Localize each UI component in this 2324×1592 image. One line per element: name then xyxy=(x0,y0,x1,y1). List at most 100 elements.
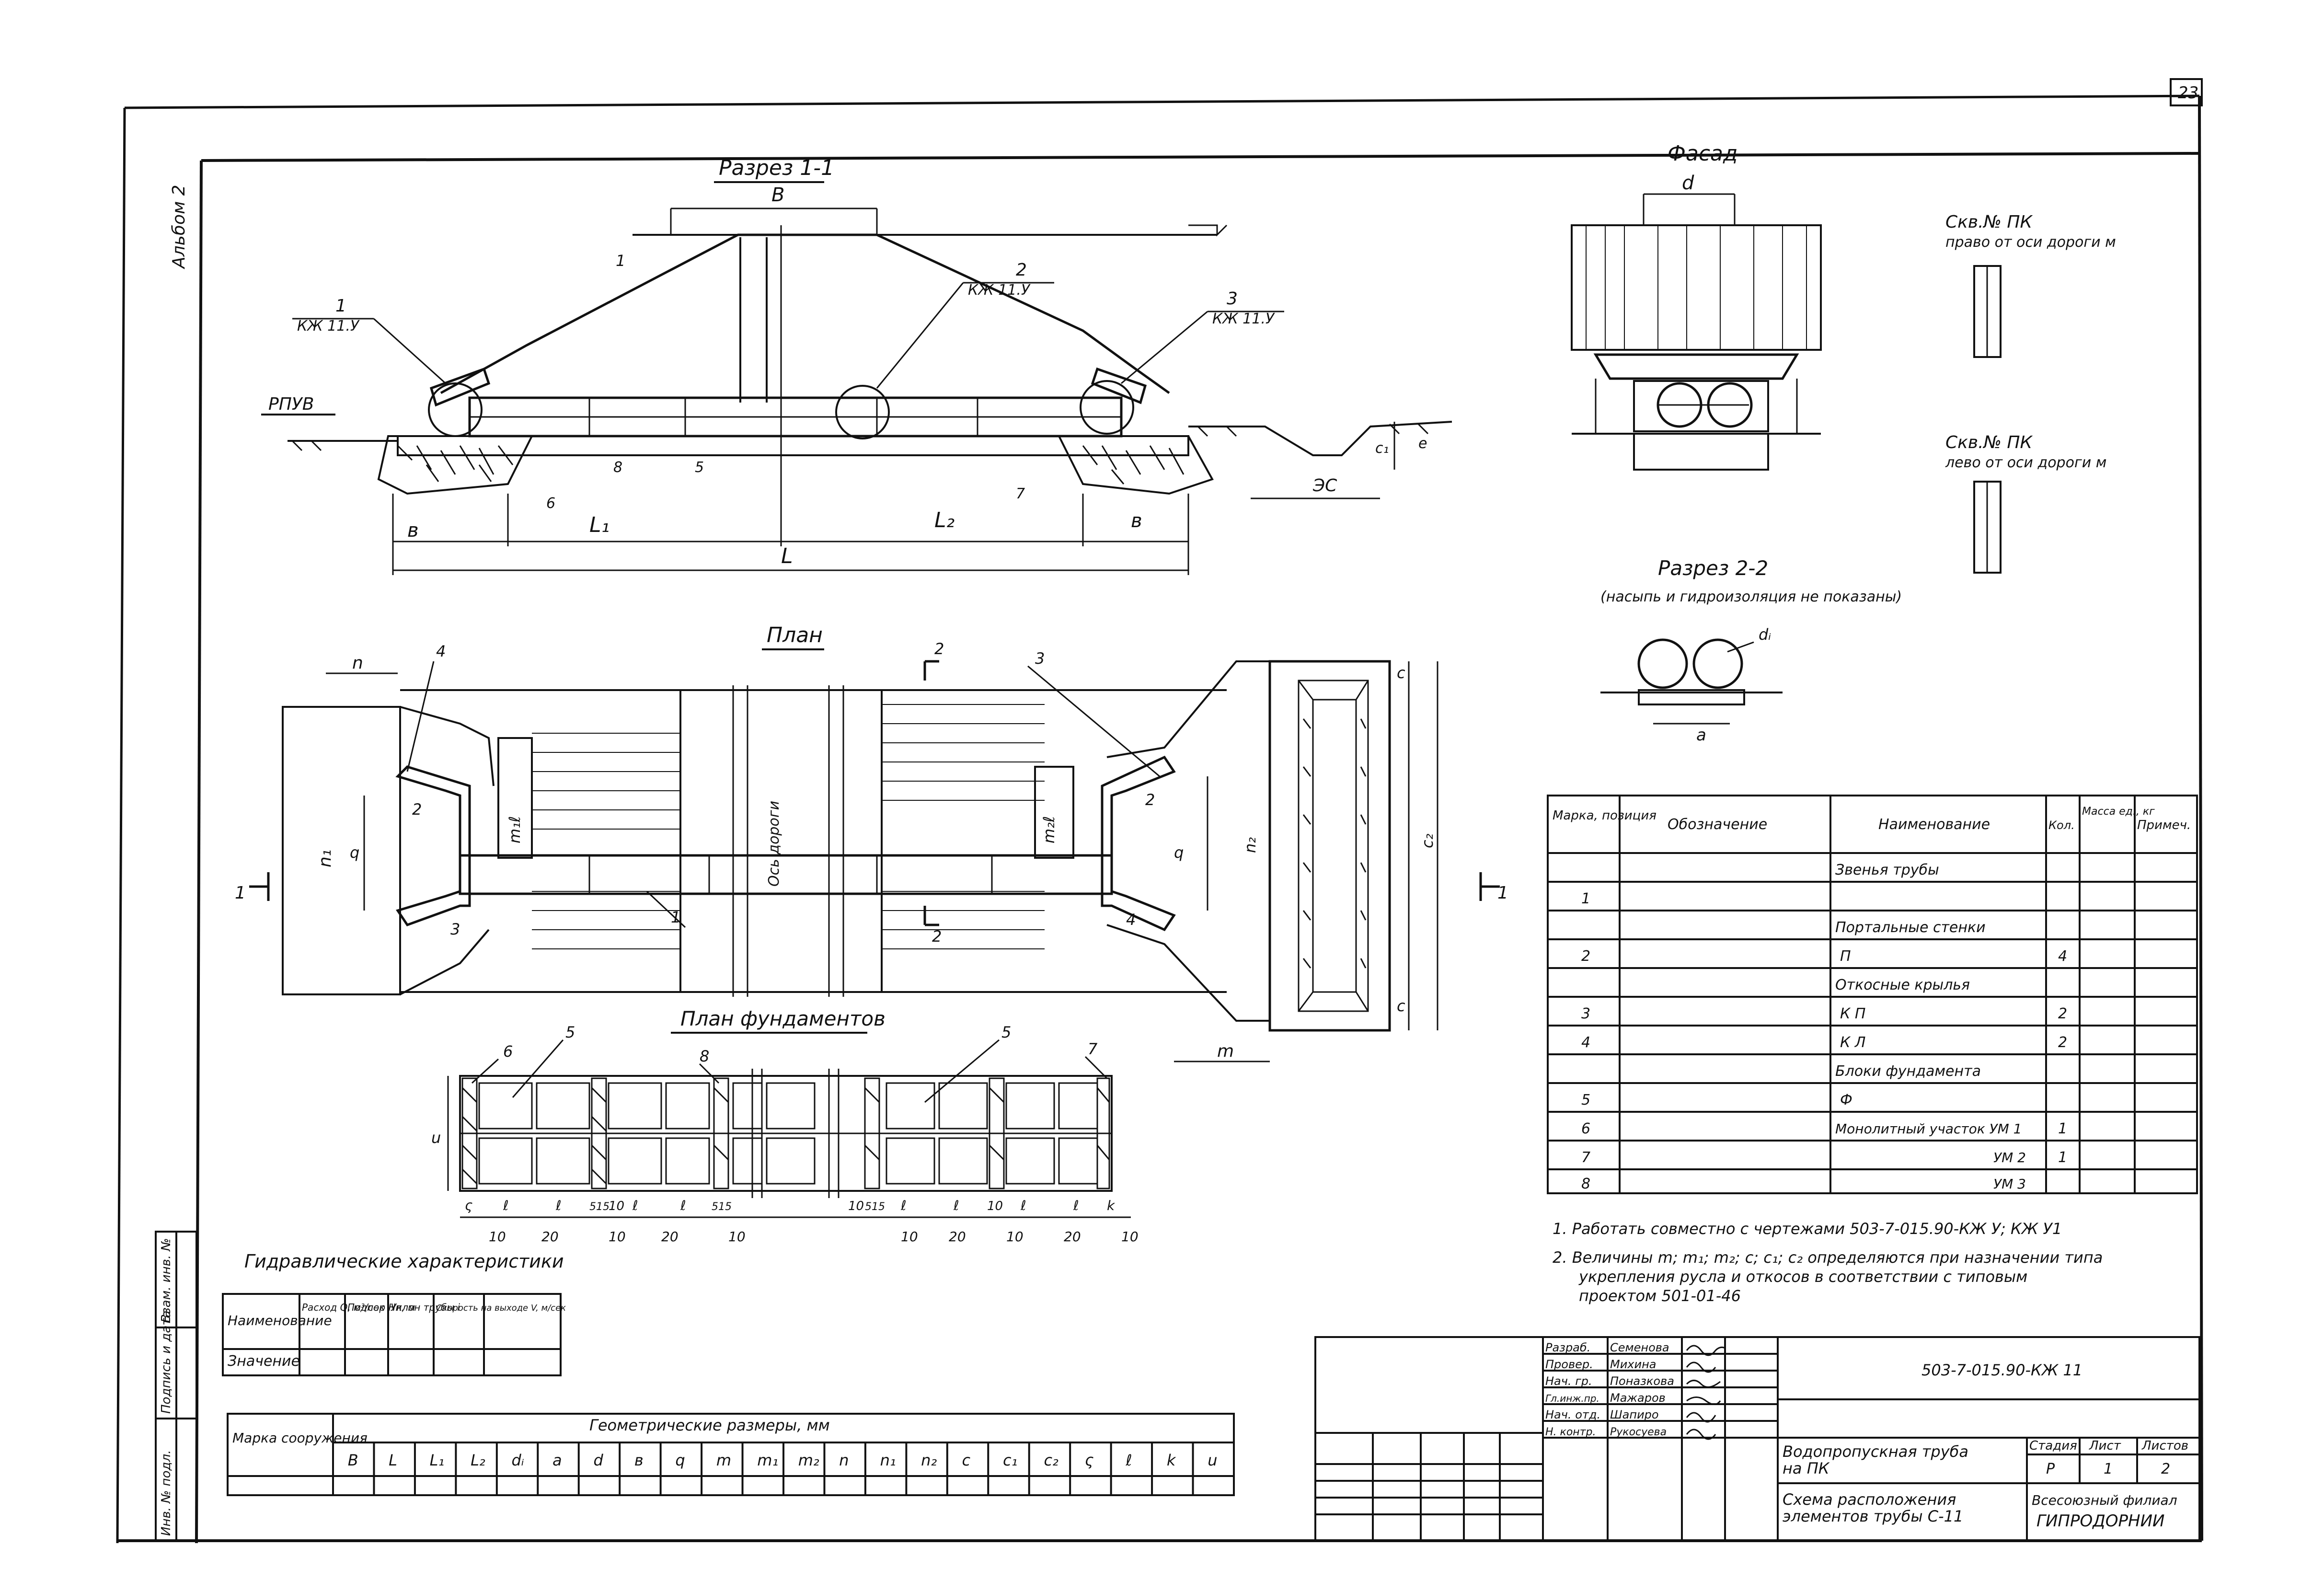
geometry-column-label: с₂ xyxy=(1044,1451,1058,1469)
fb-label: 515 xyxy=(589,1201,610,1213)
dim-L2: L₂ xyxy=(934,508,955,532)
spec-header-qty: Кол. xyxy=(2048,819,2075,832)
dim-q-right: q xyxy=(1174,843,1184,862)
facade-title: Фасад xyxy=(1668,141,1737,166)
geometry-mark-label: Марка сооружения xyxy=(232,1430,368,1446)
geometry-column-label: m₁ xyxy=(757,1451,778,1469)
pos-7: 7 xyxy=(1016,485,1025,502)
dim-x: ЭС xyxy=(1312,476,1337,496)
geometry-column-label: m₂ xyxy=(798,1451,819,1469)
plan-hatch-left xyxy=(532,733,680,949)
hydraulic-row-label: Значение xyxy=(228,1353,300,1370)
pos-1-slope: 1 xyxy=(616,252,625,270)
fb-dim: 10 xyxy=(1121,1229,1139,1245)
spec-row-pos: 4 xyxy=(1581,1034,1590,1051)
geometry-column-label: q xyxy=(675,1451,685,1469)
role: Провер. xyxy=(1545,1358,1593,1371)
skv-left-line2: лево от оси дороги м xyxy=(1945,454,2106,471)
org-2: ГИПРОДОРНИИ xyxy=(2036,1511,2164,1531)
foundation-blocks xyxy=(478,1082,1098,1185)
spec-header-designation: Обозначение xyxy=(1668,816,1767,833)
fb-dim: 10 xyxy=(728,1229,746,1245)
skv-right-line1: Скв.№ ПК xyxy=(1945,212,2033,232)
dim-L: L xyxy=(781,544,793,568)
callout-1-num: 1 xyxy=(335,296,346,316)
object-title-2: на ПК xyxy=(1783,1459,1830,1477)
geometry-column-label: n₁ xyxy=(880,1451,896,1469)
callout-2-ref: КЖ 11.У xyxy=(968,282,1031,299)
foundation-pos-7: 7 xyxy=(1088,1040,1098,1058)
stage-value: Р xyxy=(2046,1461,2055,1477)
geometry-column-label: u xyxy=(1208,1451,1217,1469)
object-title-1: Водопропускная труба xyxy=(1783,1442,1968,1461)
foundation-plan: План фундаментов xyxy=(431,1007,1139,1245)
fb-label: 10 xyxy=(609,1199,624,1213)
spec-row-qty: 2 xyxy=(2058,1005,2067,1022)
sheet-number: 23 xyxy=(2178,83,2198,103)
geometry-column-label: dᵢ xyxy=(512,1451,524,1469)
spec-row-name: К П xyxy=(1840,1005,1865,1022)
spec-row-name: Откосные крылья xyxy=(1835,977,1970,993)
fb-label: ℓ xyxy=(900,1198,907,1213)
dim-n2: n₂ xyxy=(1241,837,1259,853)
fb-label: 515 xyxy=(865,1201,885,1213)
person-name: Мажаров xyxy=(1610,1391,1666,1405)
spec-row-qty: 1 xyxy=(2058,1120,2067,1137)
foundation-hatch-left xyxy=(397,445,514,482)
dim-di: dᵢ xyxy=(1759,625,1771,644)
geometry-column-label: m xyxy=(716,1451,731,1469)
hydraulic-header-v: Скорость на выходе V, м/сек xyxy=(436,1303,566,1313)
section-1-1-title: Разрез 1-1 xyxy=(719,156,834,180)
section-1-1: Разрез 1-1 В xyxy=(261,156,1452,575)
spec-row-pos: 8 xyxy=(1581,1176,1590,1192)
hydraulic-table: Гидравлические характеристики Наименован… xyxy=(222,1251,566,1376)
fb-label: ℓ xyxy=(1020,1198,1026,1213)
geometry-column-label: n xyxy=(839,1451,849,1469)
dim-n1: n₁ xyxy=(315,850,335,867)
role: Разраб. xyxy=(1545,1341,1590,1354)
spec-rows: Звенья трубы 1 Портальные стенки 2 П 4 О… xyxy=(1581,862,2067,1192)
role: Нач. гр. xyxy=(1545,1374,1592,1388)
album-label: Альбом 2 xyxy=(169,185,189,269)
cut-2-bottom: 2 xyxy=(932,927,942,946)
dim-m1e: m₁ℓ xyxy=(506,816,524,843)
side-stamp-3: Взам. инв. № xyxy=(159,1238,173,1323)
org-1: Всесоюзный филиал xyxy=(2032,1492,2177,1508)
right-apron-hatch xyxy=(1298,680,1369,1012)
fb-label: ℓ xyxy=(632,1198,638,1213)
fb-label: k xyxy=(1107,1198,1116,1213)
pos-6: 6 xyxy=(546,495,555,512)
spec-row-pos: 2 xyxy=(1581,948,1590,965)
role: Н. контр. xyxy=(1545,1426,1596,1438)
ground-hatch xyxy=(291,423,1429,451)
dim-m: m xyxy=(1217,1041,1234,1061)
dim-B: В xyxy=(771,184,784,206)
person-name: Шапиро xyxy=(1610,1408,1659,1421)
fb-label: ℓ xyxy=(680,1198,686,1213)
skv-left-line1: Скв.№ ПК xyxy=(1945,433,2033,452)
geometry-column-label: L₁ xyxy=(430,1451,445,1469)
foundation-bottom-labels: ς ℓ ℓ 515 10 ℓ ℓ 515 10 515 ℓ ℓ 10 ℓ ℓ k xyxy=(465,1198,1116,1213)
skv-right-line2: право от оси дороги м xyxy=(1945,234,2116,251)
sheet-label: Лист xyxy=(2089,1439,2121,1453)
section-2-2: Разрез 2-2 (насыпь и гидроизоляция не по… xyxy=(1600,556,1902,745)
side-stamp-1: Инв. № подл. xyxy=(159,1450,173,1536)
foundation-pos-6: 6 xyxy=(503,1042,513,1061)
spec-row-pos: 1 xyxy=(1581,890,1590,907)
note-2: 2. Величины m; m₁; m₂; с; с₁; с₂ определ… xyxy=(1553,1248,2103,1267)
pos-5: 5 xyxy=(695,459,704,476)
spec-row-name: Портальные стенки xyxy=(1835,919,1986,936)
pos-8: 8 xyxy=(613,459,622,476)
geometry-column-label: ς xyxy=(1085,1451,1094,1469)
title-block-names: Семенова Михина Поназкова Мажаров Шапиро… xyxy=(1610,1341,1674,1438)
foundation-bottom-dims: 10 20 10 20 10 10 20 10 20 10 xyxy=(489,1229,1139,1245)
geometry-column-label: В xyxy=(348,1451,358,1469)
spec-header-pos: Марка, позиция xyxy=(1553,808,1657,823)
spec-row-name: Блоки фундамента xyxy=(1835,1063,1981,1080)
plan-pos-2b: 2 xyxy=(1145,791,1155,809)
sheet-frame: 23 xyxy=(116,78,2203,1544)
callout-3-ref: КЖ 11.У xyxy=(1212,311,1275,327)
person-name: Михина xyxy=(1610,1358,1657,1371)
spec-header-mass: Масса ед., кг xyxy=(2082,806,2155,818)
